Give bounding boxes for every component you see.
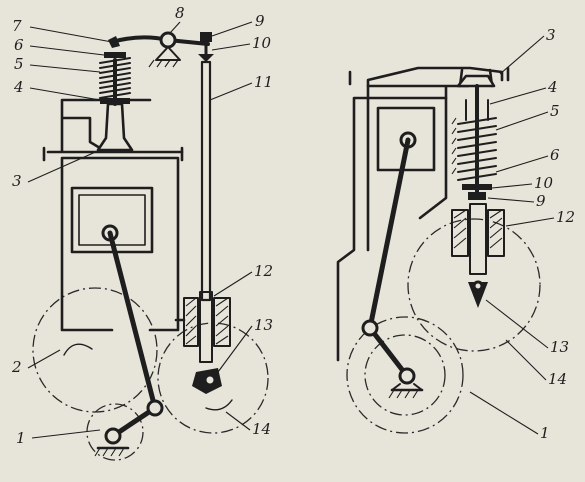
left-label-11: 11 xyxy=(254,73,273,91)
left-cylinder xyxy=(60,156,180,332)
right-cylinder xyxy=(366,96,448,252)
left-piston xyxy=(70,186,154,254)
left-tappet-guide xyxy=(183,297,231,347)
left-label-6: 6 xyxy=(14,36,24,54)
right-label-12: 12 xyxy=(556,208,575,226)
left-label-2: 2 xyxy=(11,358,22,376)
left-connecting-rod xyxy=(107,230,158,411)
left-label-4: 4 xyxy=(13,78,24,96)
left-label-7: 7 xyxy=(12,17,22,35)
right-cam-gear-circle xyxy=(407,218,541,352)
right-crank-circle xyxy=(346,316,464,434)
right-label-4: 4 xyxy=(547,78,558,96)
right-label-3: 3 xyxy=(546,26,556,44)
right-cylinder-block xyxy=(336,66,504,362)
left-label-9: 9 xyxy=(255,12,265,30)
left-label-5: 5 xyxy=(14,55,24,73)
left-label-10: 10 xyxy=(252,34,272,52)
right-label-5: 5 xyxy=(550,102,560,120)
left-label-13: 13 xyxy=(254,316,273,334)
right-label-10: 10 xyxy=(534,174,554,192)
right-label-6: 6 xyxy=(550,146,560,164)
left-label-12: 12 xyxy=(254,262,273,280)
left-cylinder-head xyxy=(46,98,184,154)
left-label-8: 8 xyxy=(175,4,185,22)
right-mechanism: 3 4 5 6 10 9 12 13 14 1 xyxy=(336,26,575,442)
left-label-1: 1 xyxy=(16,429,26,447)
right-valve-spring xyxy=(457,117,497,181)
left-rocker-pivot xyxy=(159,31,177,49)
left-label-14: 14 xyxy=(252,420,271,438)
right-cam xyxy=(468,282,488,308)
right-tappet-guide xyxy=(451,209,505,257)
left-label-3: 3 xyxy=(12,172,22,190)
left-valve xyxy=(96,102,134,152)
left-crank-gear-circle xyxy=(86,403,144,461)
left-pushrod xyxy=(200,60,212,302)
right-connecting-rod xyxy=(367,137,411,331)
left-crank-circle xyxy=(32,287,158,413)
left-valve-spring xyxy=(99,57,131,99)
right-piston xyxy=(376,106,436,172)
right-valve xyxy=(456,74,496,88)
right-label-1: 1 xyxy=(540,424,550,442)
right-label-9: 9 xyxy=(536,192,546,210)
right-label-13: 13 xyxy=(550,338,569,356)
left-mechanism: 7 6 5 4 3 2 1 8 9 10 11 12 13 14 xyxy=(11,4,273,461)
right-label-14: 14 xyxy=(548,370,567,388)
